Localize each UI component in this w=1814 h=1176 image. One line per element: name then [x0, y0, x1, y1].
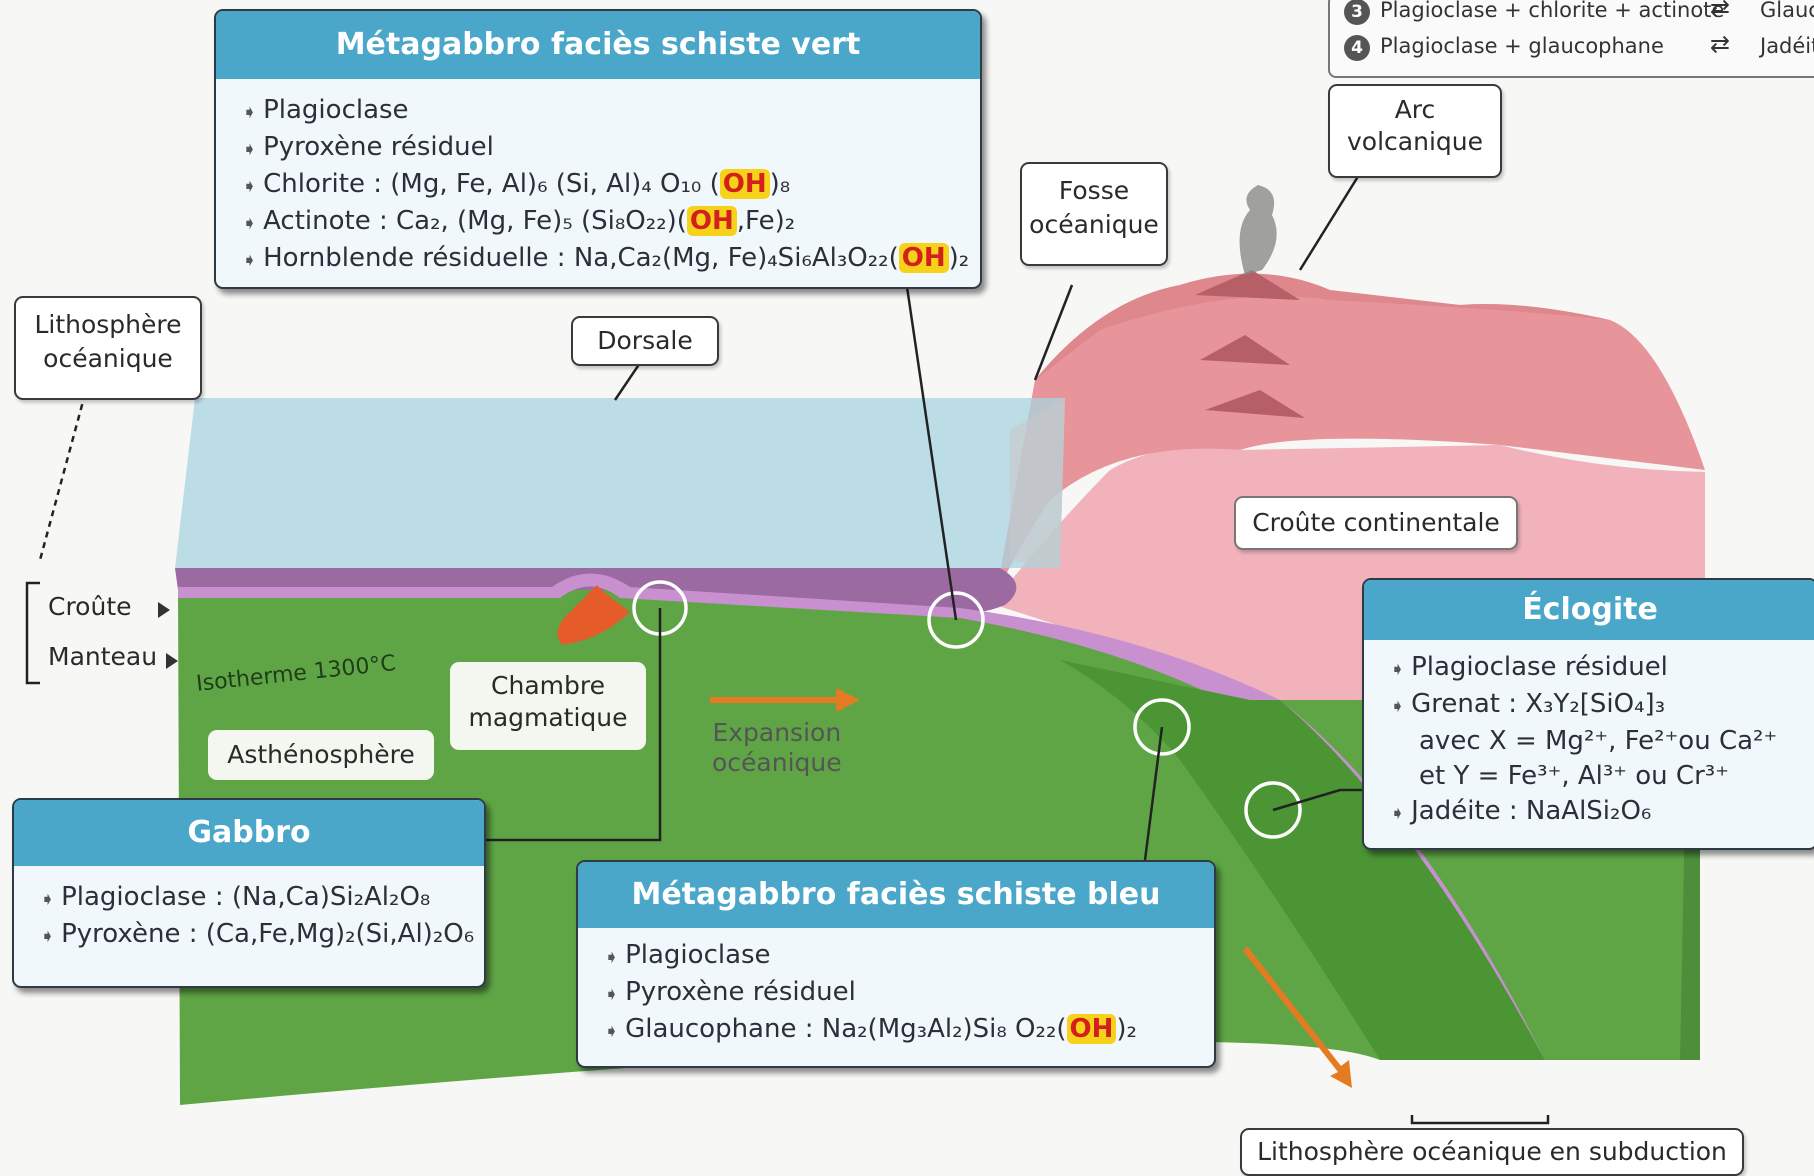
label-line: océanique: [16, 342, 200, 376]
oh-highlight: OH: [1067, 1014, 1117, 1044]
label-line: magmatique: [450, 702, 646, 734]
label-croute: Croûte: [48, 592, 132, 621]
label-asthenosphere: Asthénosphère: [208, 730, 434, 780]
box-title: Métagabbro faciès schiste bleu: [578, 862, 1214, 928]
mineral-text: )₂: [949, 243, 970, 273]
mineral-text: Plagioclase résiduel: [1411, 652, 1668, 682]
bracket-subduction: [1412, 1115, 1548, 1123]
volcano-plume: [1240, 185, 1277, 275]
label-expansion-oceanique: Expansion océanique: [712, 718, 842, 778]
label-chambre-magmatique: Chambre magmatique: [450, 662, 646, 750]
mineral-item: avec X = Mg²⁺, Fe²⁺ou Ca²⁺: [1390, 724, 1814, 759]
mineral-text: Hornblende résiduelle : Na,Ca₂(Mg, Fe)₄S…: [263, 243, 899, 273]
mineral-item: ➧Grenat : X₃Y₂[SiO₄]₃: [1390, 687, 1814, 724]
oh-highlight: OH: [687, 206, 737, 236]
label-manteau: Manteau: [48, 642, 157, 671]
mineral-item: ➧Glaucophane : Na₂(Mg₃Al₂)Si₈ O₂₂(OH)₂: [604, 1012, 1214, 1049]
legend-row-4: 4 Plagioclase + glaucophane: [1344, 34, 1664, 61]
oh-highlight: OH: [720, 169, 770, 199]
mineral-text: Grenat : X₃Y₂[SiO₄]₃: [1411, 689, 1665, 719]
label-line: volcanique: [1330, 126, 1500, 158]
mineral-text: Chlorite : (Mg, Fe, Al)₆ (Si, Al)₄ O₁₀ (: [263, 169, 720, 199]
mineral-item: ➧Plagioclase résiduel: [1390, 650, 1814, 687]
legend-end-4: Jadéit: [1760, 34, 1814, 58]
box-metagabbro-schiste-bleu: Métagabbro faciès schiste bleu ➧Plagiocl…: [576, 860, 1216, 1068]
legend-text-4: Plagioclase + glaucophane: [1380, 34, 1664, 58]
mineral-text: Pyroxène résiduel: [263, 132, 494, 162]
connector-dorsale: [615, 360, 642, 400]
croute-arrow: [158, 602, 170, 618]
label-croute-continentale: Croûte continentale: [1234, 496, 1518, 550]
mineral-text: )₈: [770, 169, 791, 199]
label-lithosphere-subduction: Lithosphère océanique en subduction: [1240, 1128, 1744, 1176]
mineral-item: ➧Pyroxène résiduel: [242, 130, 980, 167]
connector-arc: [1300, 170, 1362, 270]
legend-row-3: 3 Plagioclase + chlorite + actinote: [1344, 0, 1724, 25]
label-line: océanique: [712, 748, 842, 778]
mineral-text: ,Fe)₂: [737, 206, 795, 236]
mineral-text: Jadéite : NaAlSi₂O₆: [1411, 796, 1651, 826]
mineral-text: Glaucophane : Na₂(Mg₃Al₂)Si₈ O₂₂(: [625, 1014, 1066, 1044]
mineral-text: Pyroxène résiduel: [625, 977, 856, 1007]
label-dorsale: Dorsale: [571, 316, 719, 366]
box-eclogite: Éclogite ➧Plagioclase résiduel ➧Grenat :…: [1362, 578, 1814, 850]
mineral-item: ➧Pyroxène résiduel: [604, 975, 1214, 1012]
label-line: Expansion: [712, 718, 842, 748]
mineral-item: ➧Chlorite : (Mg, Fe, Al)₆ (Si, Al)₄ O₁₀ …: [242, 167, 980, 204]
mineral-item: ➧Plagioclase: [604, 938, 1214, 975]
mineral-item: ➧Actinote : Ca₂, (Mg, Fe)₅ (Si₈O₂₂)(OH,F…: [242, 204, 980, 241]
manteau-arrow: [166, 653, 178, 669]
label-fosse-oceanique: Fosse océanique: [1020, 162, 1168, 266]
mineral-item: ➧Pyroxène : (Ca,Fe,Mg)₂(Si,Al)₂O₆: [40, 917, 484, 954]
legend-arrow-3: ⇄: [1710, 0, 1730, 22]
mineral-item: ➧Jadéite : NaAlSi₂O₆: [1390, 794, 1814, 831]
connector-lithosphere: [40, 383, 88, 560]
mineral-text: Actinote : Ca₂, (Mg, Fe)₅ (Si₈O₂₂)(: [263, 206, 687, 236]
label-line: Chambre: [450, 670, 646, 702]
mineral-text: )₂: [1116, 1014, 1137, 1044]
legend-number-4: 4: [1344, 35, 1370, 61]
label-lithosphere-oceanique: Lithosphère océanique: [14, 296, 202, 400]
ocean-water: [175, 398, 1065, 568]
legend-arrow-4: ⇄: [1710, 30, 1730, 58]
mineral-text: Plagioclase: [263, 95, 408, 125]
mineral-item: ➧Hornblende résiduelle : Na,Ca₂(Mg, Fe)₄…: [242, 241, 980, 278]
legend-text-3: Plagioclase + chlorite + actinote: [1380, 0, 1724, 22]
box-title: Éclogite: [1364, 580, 1814, 640]
mineral-legend: 3 Plagioclase + chlorite + actinote ⇄ Gla…: [1328, 0, 1814, 78]
box-gabbro: Gabbro ➧Plagioclase : (Na,Ca)Si₂Al₂O₈ ➧P…: [12, 798, 486, 988]
label-line: Fosse: [1022, 174, 1166, 208]
mineral-text: Plagioclase : (Na,Ca)Si₂Al₂O₈: [61, 882, 430, 912]
bracket-lithosphere: [27, 583, 40, 683]
label-line: Arc: [1330, 94, 1500, 126]
box-title: Métagabbro faciès schiste vert: [216, 11, 980, 79]
label-line: Lithosphère: [16, 308, 200, 342]
box-title: Gabbro: [14, 800, 484, 866]
label-line: océanique: [1022, 208, 1166, 242]
mineral-text: avec X = Mg²⁺, Fe²⁺ou Ca²⁺: [1419, 726, 1777, 756]
mineral-text: Plagioclase: [625, 940, 770, 970]
box-metagabbro-schiste-vert: Métagabbro faciès schiste vert ➧Plagiocl…: [214, 9, 982, 289]
oh-highlight: OH: [899, 243, 949, 273]
mineral-text: et Y = Fe³⁺, Al³⁺ ou Cr³⁺: [1419, 761, 1729, 791]
mineral-item: ➧Plagioclase: [242, 93, 980, 130]
mineral-item: et Y = Fe³⁺, Al³⁺ ou Cr³⁺: [1390, 759, 1814, 794]
mineral-text: Pyroxène : (Ca,Fe,Mg)₂(Si,Al)₂O₆: [61, 919, 474, 949]
mineral-item: ➧Plagioclase : (Na,Ca)Si₂Al₂O₈: [40, 880, 484, 917]
label-arc-volcanique: Arc volcanique: [1328, 84, 1502, 178]
legend-number-3: 3: [1344, 0, 1370, 25]
legend-end-3: Glauc: [1760, 0, 1814, 22]
